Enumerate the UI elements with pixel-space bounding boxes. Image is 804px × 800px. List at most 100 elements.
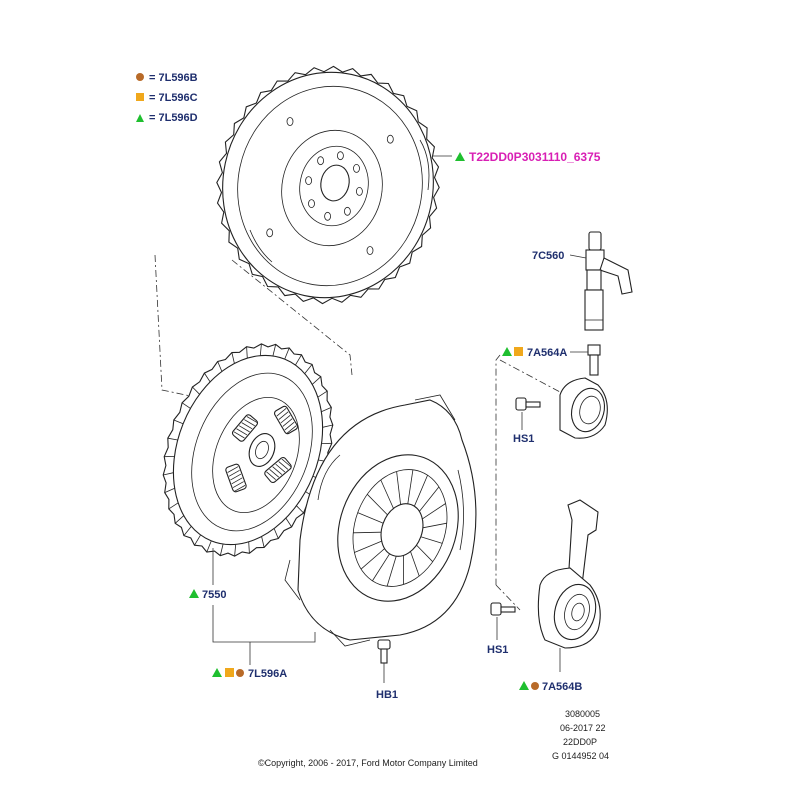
lining-segment (173, 419, 184, 425)
flywheel (216, 65, 440, 305)
lining-segment (192, 386, 200, 395)
bolt-hole (353, 163, 360, 173)
footer: 3080005 06-2017 22 22DD0P G 0144952 04 ©… (258, 709, 609, 768)
footer-line-3: 22DD0P (563, 737, 597, 747)
diaphragm-finger (414, 474, 428, 507)
dowel-hole (266, 228, 274, 238)
lining-segment (231, 352, 235, 364)
bolt-hole (355, 186, 363, 196)
lining-segment (164, 487, 175, 493)
bolt-hs1-lower (490, 602, 516, 640)
damper-spring (264, 456, 292, 484)
lining-segment (181, 402, 191, 409)
lining-segment (259, 343, 262, 356)
lining-segment (317, 390, 328, 398)
diaphragm-finger (357, 512, 384, 524)
dowel-hole (386, 134, 394, 144)
lining-segment (261, 536, 265, 548)
label-sensor: 7C560 (532, 250, 564, 262)
legend-text-triangle: = 7L596D (149, 112, 198, 124)
diaphragm-finger (422, 522, 447, 529)
legend-triangle-icon (136, 114, 144, 122)
damper-spring (225, 463, 247, 493)
lining-segment (246, 346, 248, 359)
square-icon (514, 347, 523, 356)
lining-segment (284, 347, 290, 360)
slave-cylinder (537, 499, 601, 649)
lining-segment (295, 354, 302, 366)
flywheel-callout: T22DD0P3031110_6375 (432, 150, 601, 164)
footer-line-1: 3080005 (565, 709, 600, 719)
bolt-hole (308, 199, 315, 209)
bolt-hole (305, 176, 313, 186)
pipe-fitting (570, 344, 601, 376)
label-disc: 7550 (202, 589, 226, 601)
dowel-hole (366, 246, 374, 255)
diaphragm-finger (372, 553, 390, 582)
sensor-7c560 (584, 231, 633, 331)
lining-segment (248, 541, 250, 554)
lining-segment (219, 543, 224, 556)
label-pipe: 7A564A (527, 347, 567, 359)
lining-segment (217, 361, 223, 372)
copyright: ©Copyright, 2006 - 2017, Ford Motor Comp… (258, 758, 478, 768)
circle-icon (236, 669, 244, 677)
diaphragm-finger (367, 494, 388, 516)
lining-segment (194, 534, 201, 546)
damper-spring (231, 414, 259, 442)
dowel-hole (286, 117, 294, 126)
pressure-plate (284, 394, 477, 647)
lining-segment (234, 544, 237, 557)
diaphragm-finger (422, 503, 446, 520)
label-hs1-bottom: HS1 (487, 644, 508, 656)
square-icon (225, 668, 234, 677)
lining-segment (304, 364, 313, 374)
release-bearing-upper (559, 377, 608, 439)
lining-segment (296, 505, 304, 514)
lining-segment (204, 372, 211, 383)
lining-segment (183, 526, 192, 536)
lining-segment (321, 407, 332, 413)
triangle-icon (519, 681, 529, 690)
legend: = 7L596B = 7L596C = 7L596D (136, 72, 198, 124)
lining-segment (273, 528, 279, 539)
legend-text-circle: = 7L596B (149, 72, 198, 84)
diaphragm-finger (420, 536, 443, 544)
triangle-icon (189, 589, 199, 598)
lining-segment (174, 515, 185, 524)
bolt-hs1-upper (515, 397, 541, 430)
triangle-icon (455, 152, 465, 161)
lining-segment (163, 472, 174, 476)
label-slave: 7A564B (542, 681, 582, 693)
lining-segment (206, 540, 212, 553)
lining-segment (272, 344, 277, 357)
footer-line-4: G 0144952 04 (552, 751, 609, 761)
diaphragm-finger (410, 551, 420, 577)
label-hs1-top: HS1 (513, 433, 534, 445)
lining-segment (311, 376, 322, 385)
damper-spring (273, 405, 299, 435)
assembly-axis-lines (154, 254, 561, 611)
diaphragm-finger (386, 556, 397, 587)
clutch-disc (162, 343, 334, 557)
diaphragm-finger (353, 531, 382, 534)
legend-text-square: = 7L596C (149, 92, 198, 104)
bolt-hole (324, 211, 332, 221)
diaphragm-finger (407, 469, 414, 504)
diaphragm-finger (419, 486, 440, 512)
diaphragm-finger (354, 540, 382, 553)
bolt-hole (343, 206, 351, 216)
footer-line-2: 06-2017 22 (560, 723, 606, 733)
legend-circle-icon (136, 73, 144, 81)
lining-segment (167, 437, 178, 441)
legend-square-icon (136, 93, 144, 101)
triangle-icon (502, 347, 512, 356)
bolt-hole (336, 151, 344, 161)
flywheel-part-code: T22DD0P3031110_6375 (469, 150, 601, 164)
diaphragm-finger (360, 548, 385, 570)
diaphragm-finger (380, 479, 394, 509)
label-hb1: HB1 (376, 689, 398, 701)
diaphragm-finger (416, 544, 433, 562)
lining-segment (322, 424, 333, 428)
bolt-hb1 (377, 639, 391, 683)
